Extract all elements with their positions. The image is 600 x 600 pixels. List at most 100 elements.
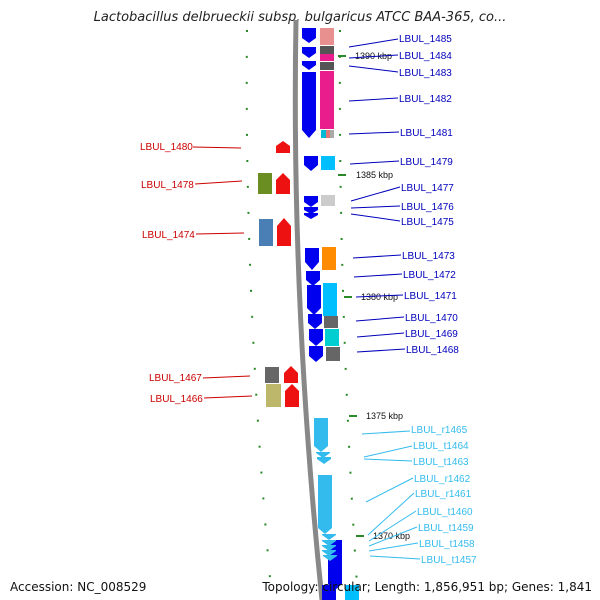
gene-arrow-lbul-1469[interactable] [309, 329, 323, 346]
rna-arrow-lbul-t1464[interactable] [316, 452, 330, 458]
gene-arrow-lbul-1473[interactable] [305, 248, 319, 270]
gene-label-lbul-1484[interactable]: LBUL_1484 [399, 51, 452, 62]
leader-line [369, 555, 421, 560]
rna-arrow-lbul-t1463[interactable] [317, 457, 331, 464]
rna-gene-labels: LBUL_r1465 LBUL_t1464 LBUL_t1463 LBUL_r1… [361, 425, 477, 566]
gene-arrow-lbul-1479[interactable] [304, 156, 318, 171]
gene-label-lbul-1474[interactable]: LBUL_1474 [142, 230, 195, 241]
gene-label-lbul-1478[interactable]: LBUL_1478 [141, 180, 194, 191]
gene-block-lbul-1466-a[interactable] [266, 384, 281, 407]
gene-label-lbul-1466[interactable]: LBUL_1466 [150, 394, 203, 405]
rna-arrow-lbul-t1457[interactable] [323, 555, 337, 561]
leader-line [363, 445, 413, 458]
leader-line [356, 348, 406, 353]
gene-label-lbul-r1462[interactable]: LBUL_r1462 [414, 474, 471, 485]
leader-line [350, 186, 401, 202]
gene-label-lbul-r1461[interactable]: LBUL_r1461 [415, 489, 472, 500]
leader-line [348, 97, 399, 102]
gene-arrow-lbul-1478[interactable] [276, 173, 290, 194]
gene-arrow-lbul-1483[interactable] [302, 61, 316, 70]
rna-arrow-lbul-r1465[interactable] [314, 418, 328, 452]
gene-label-lbul-1471[interactable]: LBUL_1471 [404, 291, 457, 302]
gene-arrow-lbul-1467[interactable] [284, 366, 298, 383]
leader-line [350, 205, 401, 209]
leader-line [348, 38, 399, 48]
left-tick-ring [245, 29, 273, 600]
gene-label-lbul-1470[interactable]: LBUL_1470 [405, 313, 458, 324]
gene-arrow-lbul-1476[interactable] [304, 207, 318, 214]
leader-line [368, 542, 419, 552]
cog-block [321, 130, 326, 138]
gene-label-lbul-1467[interactable]: LBUL_1467 [149, 373, 202, 384]
gene-label-lbul-1469[interactable]: LBUL_1469 [405, 329, 458, 340]
gene-label-lbul-1468[interactable]: LBUL_1468 [406, 345, 459, 356]
cog-block [330, 130, 334, 138]
gene-arrow-lbul-1470[interactable] [308, 314, 322, 329]
gene-arrow-lbul-1474[interactable] [277, 218, 291, 246]
gene-label-lbul-1475[interactable]: LBUL_1475 [401, 217, 454, 228]
gene-label-lbul-1476[interactable]: LBUL_1476 [401, 202, 454, 213]
cog-block [320, 54, 334, 61]
gene-label-lbul-r1465[interactable]: LBUL_r1465 [411, 425, 468, 436]
gene-label-lbul-t1463[interactable]: LBUL_t1463 [413, 457, 469, 468]
scale-label-1385: 1385 kbp [356, 170, 393, 180]
gene-label-lbul-1481[interactable]: LBUL_1481 [400, 128, 453, 139]
gene-arrow-lbul-1477[interactable] [304, 196, 318, 207]
cog-block [326, 347, 340, 361]
cog-block [321, 195, 335, 206]
gene-block-lbul-1467-a[interactable] [265, 367, 279, 383]
right-tick-ring [338, 29, 359, 600]
gene-block-lbul-1474-a[interactable] [259, 219, 273, 246]
gene-arrow-lbul-1468[interactable] [309, 346, 323, 362]
cog-block [320, 71, 334, 129]
gene-label-lbul-1483[interactable]: LBUL_1483 [399, 68, 452, 79]
gene-label-lbul-t1458[interactable]: LBUL_t1458 [419, 539, 475, 550]
scale-label-1370: 1370 kbp [373, 531, 410, 541]
rna-arrow-lbul-t1458[interactable] [322, 550, 336, 556]
cog-block [345, 585, 359, 600]
gene-block-lbul-1478-a[interactable] [258, 173, 272, 194]
leader-line [349, 160, 400, 165]
gene-label-lbul-1482[interactable]: LBUL_1482 [399, 94, 452, 105]
gene-arrow-lbul-1475[interactable] [304, 213, 318, 219]
leader-line [363, 458, 413, 462]
reverse-gene-labels: LBUL_1480 LBUL_1478 LBUL_1474 LBUL_1467 … [140, 142, 253, 405]
gene-label-lbul-t1460[interactable]: LBUL_t1460 [417, 507, 473, 518]
cog-block [322, 247, 336, 270]
gene-arrow-lbul-1485[interactable] [302, 28, 316, 43]
rna-arrow-lbul-r1462[interactable] [318, 475, 332, 534]
gene-arrow-lbul-1482[interactable] [302, 72, 316, 138]
gene-label-lbul-1473[interactable]: LBUL_1473 [402, 251, 455, 262]
rna-arrow-lbul-r1461[interactable] [322, 534, 336, 540]
leader-line [353, 273, 403, 278]
gene-label-lbul-t1459[interactable]: LBUL_t1459 [418, 523, 474, 534]
gene-label-lbul-1479[interactable]: LBUL_1479 [400, 157, 453, 168]
rna-track [314, 418, 337, 561]
rna-arrow-lbul-t1460[interactable] [322, 540, 336, 546]
gene-arrow-lbul-1484[interactable] [302, 47, 316, 58]
leader-line [352, 254, 402, 259]
scale-label-1380: 1380 kbp [361, 292, 398, 302]
leader-line [202, 375, 251, 379]
cog-block [320, 62, 334, 70]
rna-arrow-lbul-t1459[interactable] [322, 545, 336, 551]
cog-block [326, 130, 330, 138]
gene-label-lbul-t1457[interactable]: LBUL_t1457 [421, 555, 477, 566]
gene-arrow-lbul-1471[interactable] [307, 285, 321, 315]
gene-block-lower-b[interactable] [322, 585, 336, 600]
leader-line [192, 146, 242, 149]
gene-label-lbul-1485[interactable]: LBUL_1485 [399, 34, 452, 45]
gene-arrow-lbul-1466[interactable] [285, 384, 299, 407]
gene-label-lbul-t1464[interactable]: LBUL_t1464 [413, 441, 469, 452]
scale-label-1375: 1375 kbp [366, 411, 403, 421]
leader-line [356, 332, 405, 338]
gene-arrow-lbul-1472[interactable] [306, 271, 320, 286]
gene-arrow-lbul-1480[interactable] [276, 141, 290, 153]
gene-label-lbul-1480[interactable]: LBUL_1480 [140, 142, 193, 153]
gene-label-lbul-1472[interactable]: LBUL_1472 [403, 270, 456, 281]
cog-block [320, 46, 334, 54]
leader-line [348, 54, 399, 59]
leader-line [195, 232, 245, 235]
cog-block [320, 28, 334, 45]
gene-label-lbul-1477[interactable]: LBUL_1477 [401, 183, 454, 194]
